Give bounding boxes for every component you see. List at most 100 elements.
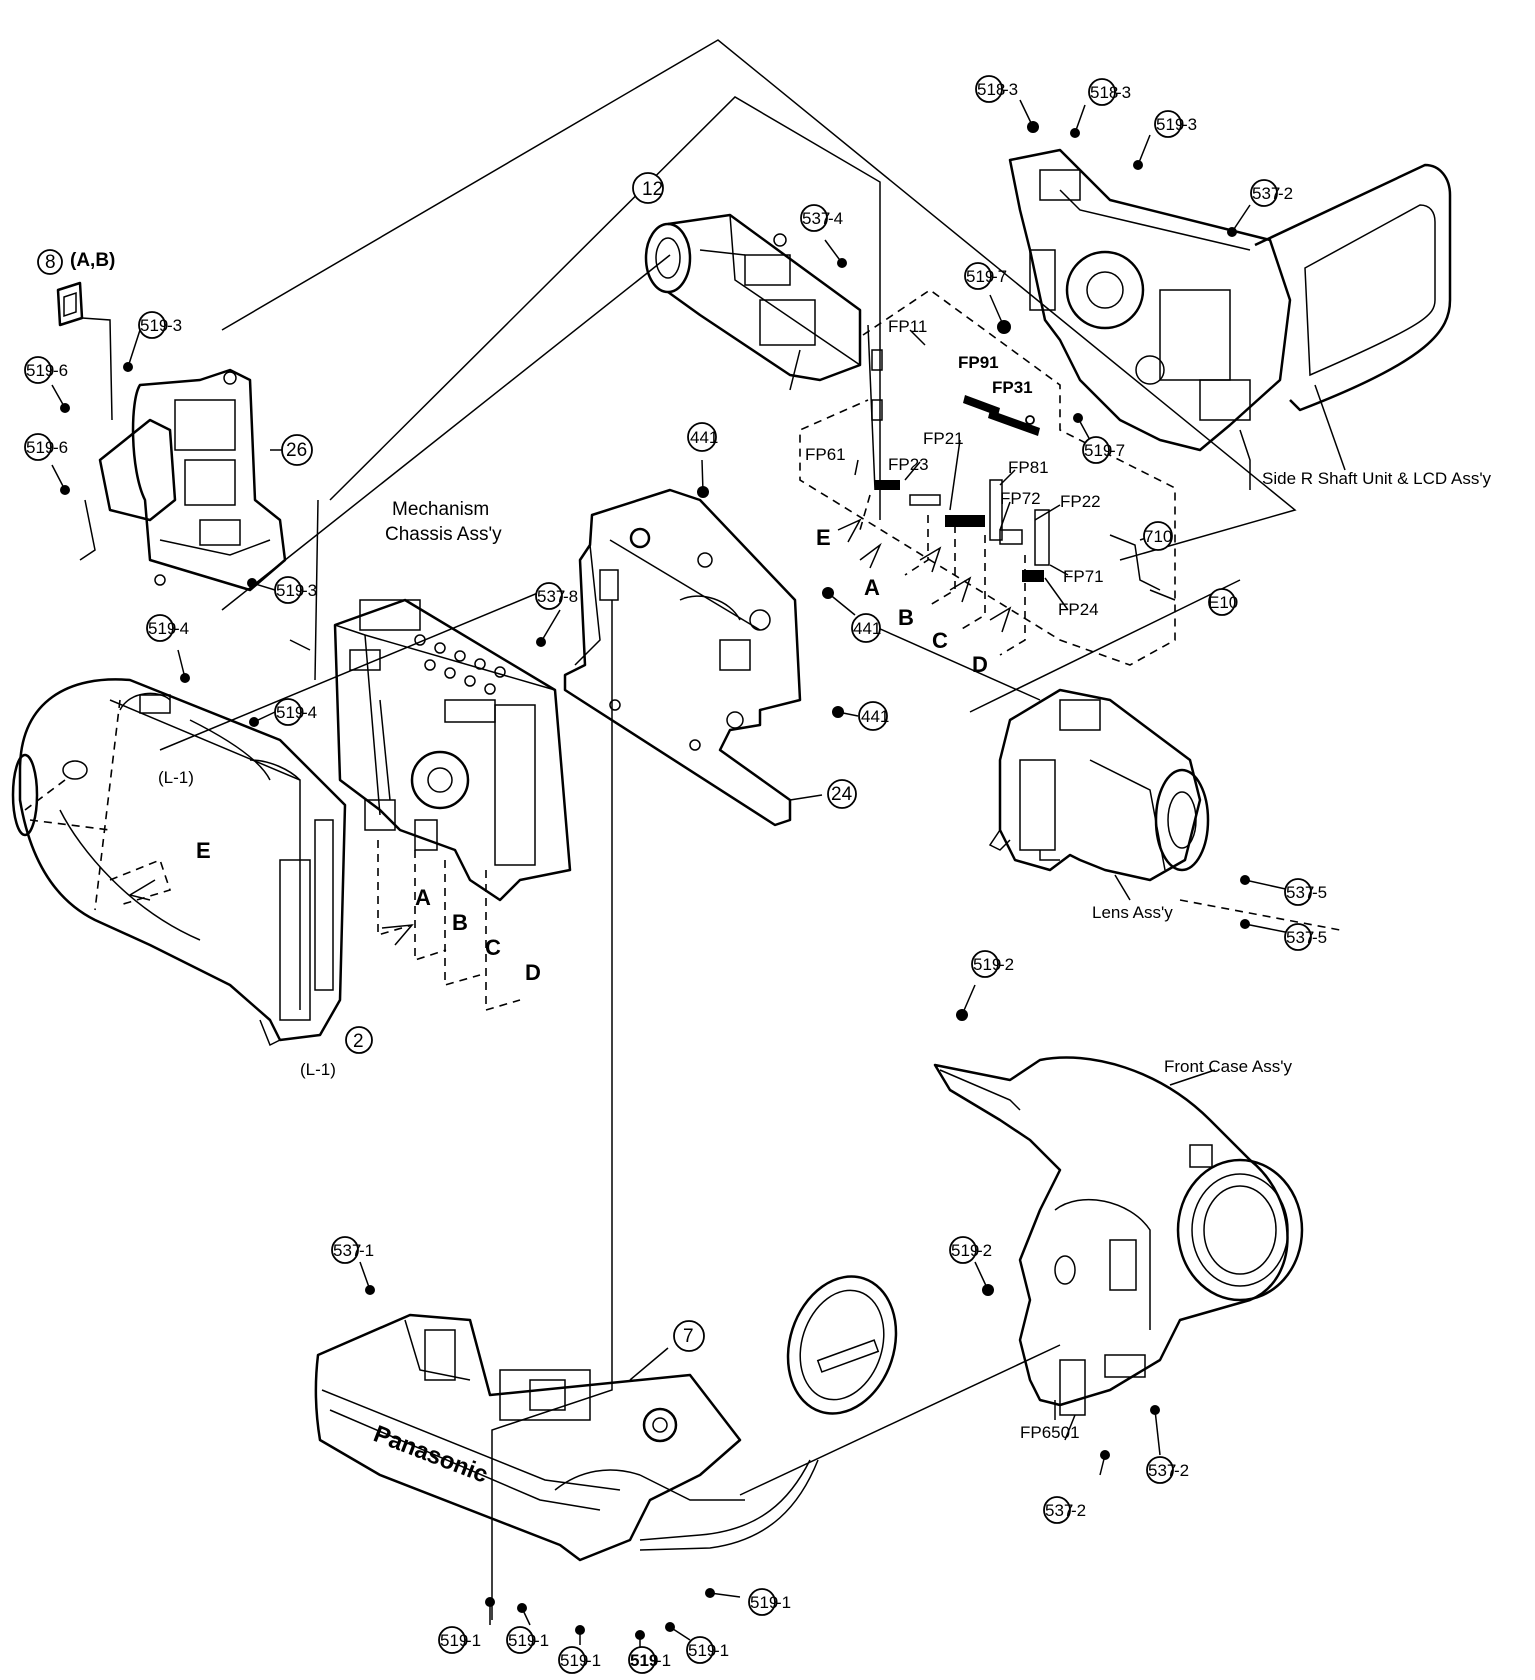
svg-text:-3: -3 [1182,115,1197,134]
screw-519-2-label: 519 [951,1241,979,1260]
fp6501-label: FP6501 [1020,1423,1080,1442]
mechanism-flex-leaders [377,840,521,1012]
screw-519-7-label: 519 [966,267,994,286]
svg-text:-2: -2 [977,1241,992,1260]
fp23-label: FP23 [888,455,929,474]
fp71-label: FP71 [1063,567,1104,586]
board-connector-d-label: D [972,652,988,677]
screw-519-3-label: 519 [276,581,304,600]
screw-519-4-label: 519 [148,619,176,638]
screw-519-2-label: 519 [973,955,1001,974]
lens-assembly [988,688,1341,931]
svg-text:-4: -4 [302,703,317,722]
svg-text:-8: -8 [563,587,578,606]
part-710-label: 710 [1144,527,1172,546]
part-8-label: 8 [45,252,56,273]
fp24-label: FP24 [1058,600,1099,619]
screw-519-6-label: 519 [26,361,54,380]
screw-537-2-label: 537 [1045,1501,1073,1520]
svg-text:-3: -3 [302,581,317,600]
screw-441-label: 441 [853,619,881,638]
screw-537-5-label: 537 [1286,928,1314,947]
svg-text:-6: -6 [53,361,68,380]
fp61-label: FP61 [805,445,846,464]
svg-text:-1: -1 [714,1641,729,1660]
part-8-plate [56,281,113,421]
svg-text:-3: -3 [167,316,182,335]
screw-519-1-label: 519 [508,1631,536,1650]
connector-c-label: C [485,935,501,960]
screw-537-2-label: 537 [1148,1461,1176,1480]
svg-text:-1: -1 [534,1631,549,1650]
left-side-case [11,678,347,1047]
svg-text:-1: -1 [776,1593,791,1612]
mechanism-chassis-label-line-2: Chassis Ass'y [385,524,502,545]
label-badges [24,75,1312,1674]
screw-519-4-label: 519 [276,703,304,722]
board-connector-a-label: A [864,575,880,600]
fp11-label: FP11 [888,317,927,336]
svg-text:-3: -3 [1116,83,1131,102]
screw-519-3-label: 519 [1156,115,1184,134]
bottom-case-assembly [314,1313,745,1562]
screw-519-1-label: 519 [440,1631,468,1650]
labels: 8 (A,B) 519 -3 519 -6 519 -6 26 519 -3 5… [26,80,1492,1670]
screw-537-8-label: 537 [537,587,565,606]
part-24-main-frame [563,488,802,827]
screw-537-2-label: 537 [1252,184,1280,203]
svg-text:-5: -5 [1312,928,1327,947]
lens-assembly-label: Lens Ass'y [1092,903,1173,922]
svg-text:-4: -4 [828,209,843,228]
fp22-label: FP22 [1060,492,1101,511]
svg-text:-7: -7 [992,267,1007,286]
mechanism-chassis-assembly [333,598,572,902]
svg-text:-2: -2 [1174,1461,1189,1480]
screw-519-3-label: 519 [140,316,168,335]
label-leaders [51,99,1346,1652]
board-connector-e-label: E [816,525,831,550]
svg-text:-2: -2 [999,955,1014,974]
assembly-guide-lines [159,39,1297,1620]
main-circuit-board [799,289,1176,666]
part-2-label: 2 [353,1031,364,1052]
svg-text:-4: -4 [174,619,189,638]
connector-e-label: E [196,838,211,863]
ref-l1-label: (L-1) [158,768,194,787]
part-12-label: 12 [642,179,663,200]
svg-text:-7: -7 [1110,441,1125,460]
screw-518-3-label: 518 [977,80,1005,99]
side-r-lcd-assembly [1008,148,1452,490]
svg-text:-3: -3 [1003,80,1018,99]
svg-text:-2: -2 [1278,184,1293,203]
part-24-label: 24 [831,784,853,805]
fp81-label: FP81 [1008,458,1049,477]
screw-519-6-label: 519 [26,438,54,457]
board-connector-c-label: C [932,628,948,653]
ref-l1-label: (L-1) [300,1060,336,1079]
board-connector-b-label: B [898,605,914,630]
fp21-label: FP21 [923,429,964,448]
connector-b-label: B [452,910,468,935]
svg-text:-1: -1 [359,1241,374,1260]
part-e10-label: E10 [1208,593,1238,612]
svg-text:-1: -1 [586,1651,601,1670]
svg-text:-6: -6 [53,438,68,457]
front-case-label: Front Case Ass'y [1164,1057,1292,1076]
connector-d-label: D [525,960,541,985]
part-12-unit [644,213,862,391]
screw-441-label: 441 [861,707,889,726]
screw-518-3-label: 518 [1090,83,1118,102]
screw-519-7-label: 519 [1084,441,1112,460]
screw-519-1-label: 519 [630,1651,658,1670]
screw-519-1-label: 519 [750,1593,778,1612]
screw-537-5-label: 537 [1286,883,1314,902]
screw-441-label: 441 [690,428,718,447]
screw-519-1-label: 519 [688,1641,716,1660]
direction-arrows [128,518,1012,946]
mechanism-chassis-label-line-1: Mechanism [392,499,489,520]
svg-text:-2: -2 [1071,1501,1086,1520]
screws [60,121,1250,1640]
lens-cap [639,1275,898,1551]
fp91-label: FP91 [958,353,999,372]
